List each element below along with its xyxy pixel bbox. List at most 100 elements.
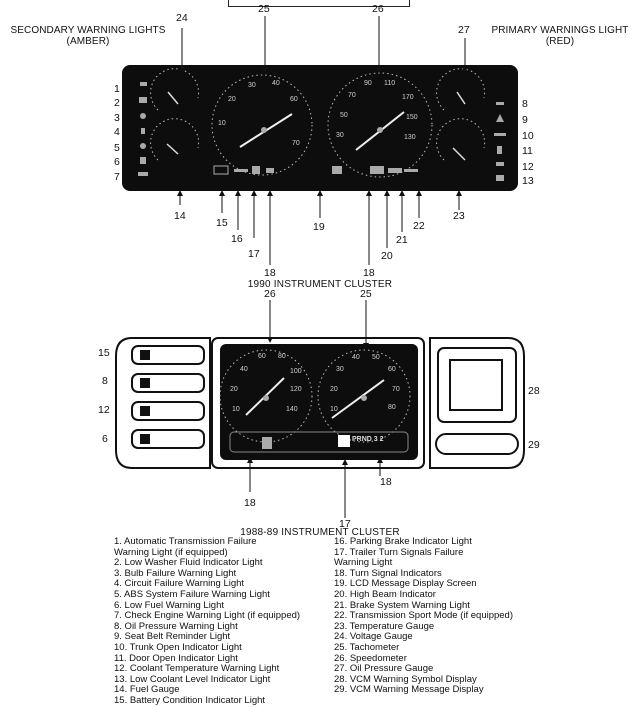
tacho-1988-tick: 20 <box>230 386 238 393</box>
speedo-1990-tick: 50 <box>340 112 348 119</box>
callout-13: 13 <box>522 175 534 187</box>
speedometer-1988 <box>317 349 411 443</box>
callout-23: 23 <box>453 210 465 222</box>
legend-item: 4. Circuit Failure Warning Light <box>114 578 245 590</box>
legend-item: 10. Trunk Open Indicator Light <box>114 641 242 653</box>
legend-item: 27. Oil Pressure Gauge <box>334 663 434 675</box>
legend-item: 22. Transmission Sport Mode (if equipped… <box>334 610 514 622</box>
callout-19: 19 <box>313 221 325 233</box>
tacho-1988-tick: 10 <box>232 406 240 413</box>
callout-12: 12 <box>522 161 534 173</box>
callout-16: 16 <box>231 233 243 245</box>
legend-item: 20. High Beam Indicator <box>334 588 436 600</box>
legend-item: 18. Turn Signal Indicators <box>334 567 442 579</box>
callout-25: 25 <box>258 3 270 15</box>
legend-item: 28. VCM Warning Symbol Display <box>334 673 477 685</box>
legend-item: 9. Seat Belt Reminder Light <box>114 631 231 643</box>
callout-7: 7 <box>114 171 120 183</box>
secondary-warning-header: SECONDARY WARNING LIGHTS (AMBER) <box>8 25 168 47</box>
legend-item: 29. VCM Warning Message Display <box>334 684 484 696</box>
lower-display-strip <box>229 431 409 453</box>
callout-15: 15 <box>216 217 228 229</box>
callout-11: 11 <box>522 145 533 157</box>
secondary-warning-subtitle: (AMBER) <box>66 36 110 47</box>
legend-item: 17. Trailer Turn Signals Failure <box>334 546 464 558</box>
callout-4: 4 <box>114 126 120 138</box>
legend-item: Warning Light (if equipped) <box>114 546 228 558</box>
speedo-1990-tick: 90 <box>364 80 372 87</box>
caption-1990-cluster: 1990 INSTRUMENT CLUSTER <box>247 279 393 290</box>
legend-item: Warning Light <box>334 557 393 569</box>
legend-item: 19. LCD Message Display Screen <box>334 578 477 590</box>
callout-9: 9 <box>522 114 528 126</box>
legend-item: 26. Speedometer <box>334 652 407 664</box>
tacho-1988-tick: 80 <box>278 353 286 360</box>
legend-item: 23. Temperature Gauge <box>334 620 435 632</box>
callout-24: 24 <box>176 12 188 24</box>
voltage-needle <box>167 91 179 105</box>
callout-10: 10 <box>522 130 534 142</box>
legend-item: 12. Coolant Temperature Warning Light <box>114 663 280 675</box>
primary-warning-header: PRIMARY WARNINGS LIGHT (RED) <box>490 25 630 47</box>
legend-right: 16. Parking Brake Indicator Light 17. Tr… <box>334 536 514 696</box>
speedo-1988-tick: 10 <box>330 406 338 413</box>
callout-3: 3 <box>114 112 120 124</box>
callout-21: 21 <box>396 234 408 246</box>
primary-warning-subtitle: (RED) <box>545 36 575 47</box>
callout-6-1988: 6 <box>102 433 108 445</box>
legend-item: 2. Low Washer Fluid Indicator Light <box>114 557 263 569</box>
speedo-1988-tick: 40 <box>352 354 360 361</box>
speedo-1988-tick: 60 <box>388 366 396 373</box>
legend-item: 24. Voltage Gauge <box>334 631 413 643</box>
callout-26: 26 <box>372 3 384 15</box>
cluster-1990 <box>122 65 518 191</box>
speedo-1990-tick: 110 <box>384 80 396 87</box>
legend-item: 5. ABS System Failure Warning Light <box>114 588 270 600</box>
legend-left: 1. Automatic Transmission Failure Warnin… <box>114 536 300 707</box>
callout-leaders-1988 <box>247 300 383 518</box>
callout-27: 27 <box>458 24 470 36</box>
tacho-1990-tick: 10 <box>218 120 226 127</box>
speedo-1988-tick: 50 <box>372 354 380 361</box>
legend-item: 1. Automatic Transmission Failure <box>114 536 257 547</box>
callout-5: 5 <box>114 142 120 154</box>
callout-26-1988: 26 <box>264 288 276 300</box>
bottom-indicator-strip <box>213 165 418 175</box>
tacho-1990-tick: 70 <box>292 140 300 147</box>
primary-warning-title: PRIMARY WARNINGS LIGHT <box>491 25 629 36</box>
callout-17-1988: 17 <box>339 518 351 530</box>
speedo-1988-tick: 70 <box>392 386 400 393</box>
speedo-1990-tick: 170 <box>402 94 414 101</box>
legend-item: 25. Tachometer <box>334 641 400 653</box>
secondary-warning-lights <box>138 82 148 176</box>
fuel-needle <box>166 143 179 155</box>
tacho-1990-tick: 60 <box>290 96 298 103</box>
callout-20: 20 <box>381 250 393 262</box>
callout-22: 22 <box>413 220 425 232</box>
oil-pressure-needle <box>456 91 466 105</box>
legend-item: 13. Low Coolant Level Indicator Light <box>114 673 271 685</box>
tacho-1990-tick: 30 <box>248 82 256 89</box>
tacho-1988-tick: 120 <box>290 386 302 393</box>
caption-1988-cluster: 1988-89 INSTRUMENT CLUSTER <box>240 527 400 538</box>
speedo-1990-tick: 30 <box>336 132 344 139</box>
legend-item: 8. Oil Pressure Warning Light <box>114 620 238 632</box>
callout-17: 17 <box>248 248 260 260</box>
top-frame-fragment <box>228 0 410 7</box>
legend-item: 16. Parking Brake Indicator Light <box>334 536 472 547</box>
speedo-1990-tick: 130 <box>404 134 416 141</box>
callout-14: 14 <box>174 210 186 222</box>
callout-29: 29 <box>528 439 540 451</box>
callout-18b: 18 <box>363 267 375 279</box>
callout-12-1988: 12 <box>98 404 110 416</box>
legend-item: 15. Battery Condition Indicator Light <box>114 694 266 706</box>
vcm-warning-message-display <box>435 433 519 455</box>
callout-18-1988b: 18 <box>380 476 392 488</box>
callout-28: 28 <box>528 385 540 397</box>
cluster-1988 <box>115 337 525 469</box>
legend-item: 11. Door Open Indicator Light <box>114 652 238 664</box>
tacho-1988-tick: 100 <box>290 368 302 375</box>
legend-item: 21. Brake System Warning Light <box>334 599 470 611</box>
speedo-1990-tick: 150 <box>406 114 418 121</box>
